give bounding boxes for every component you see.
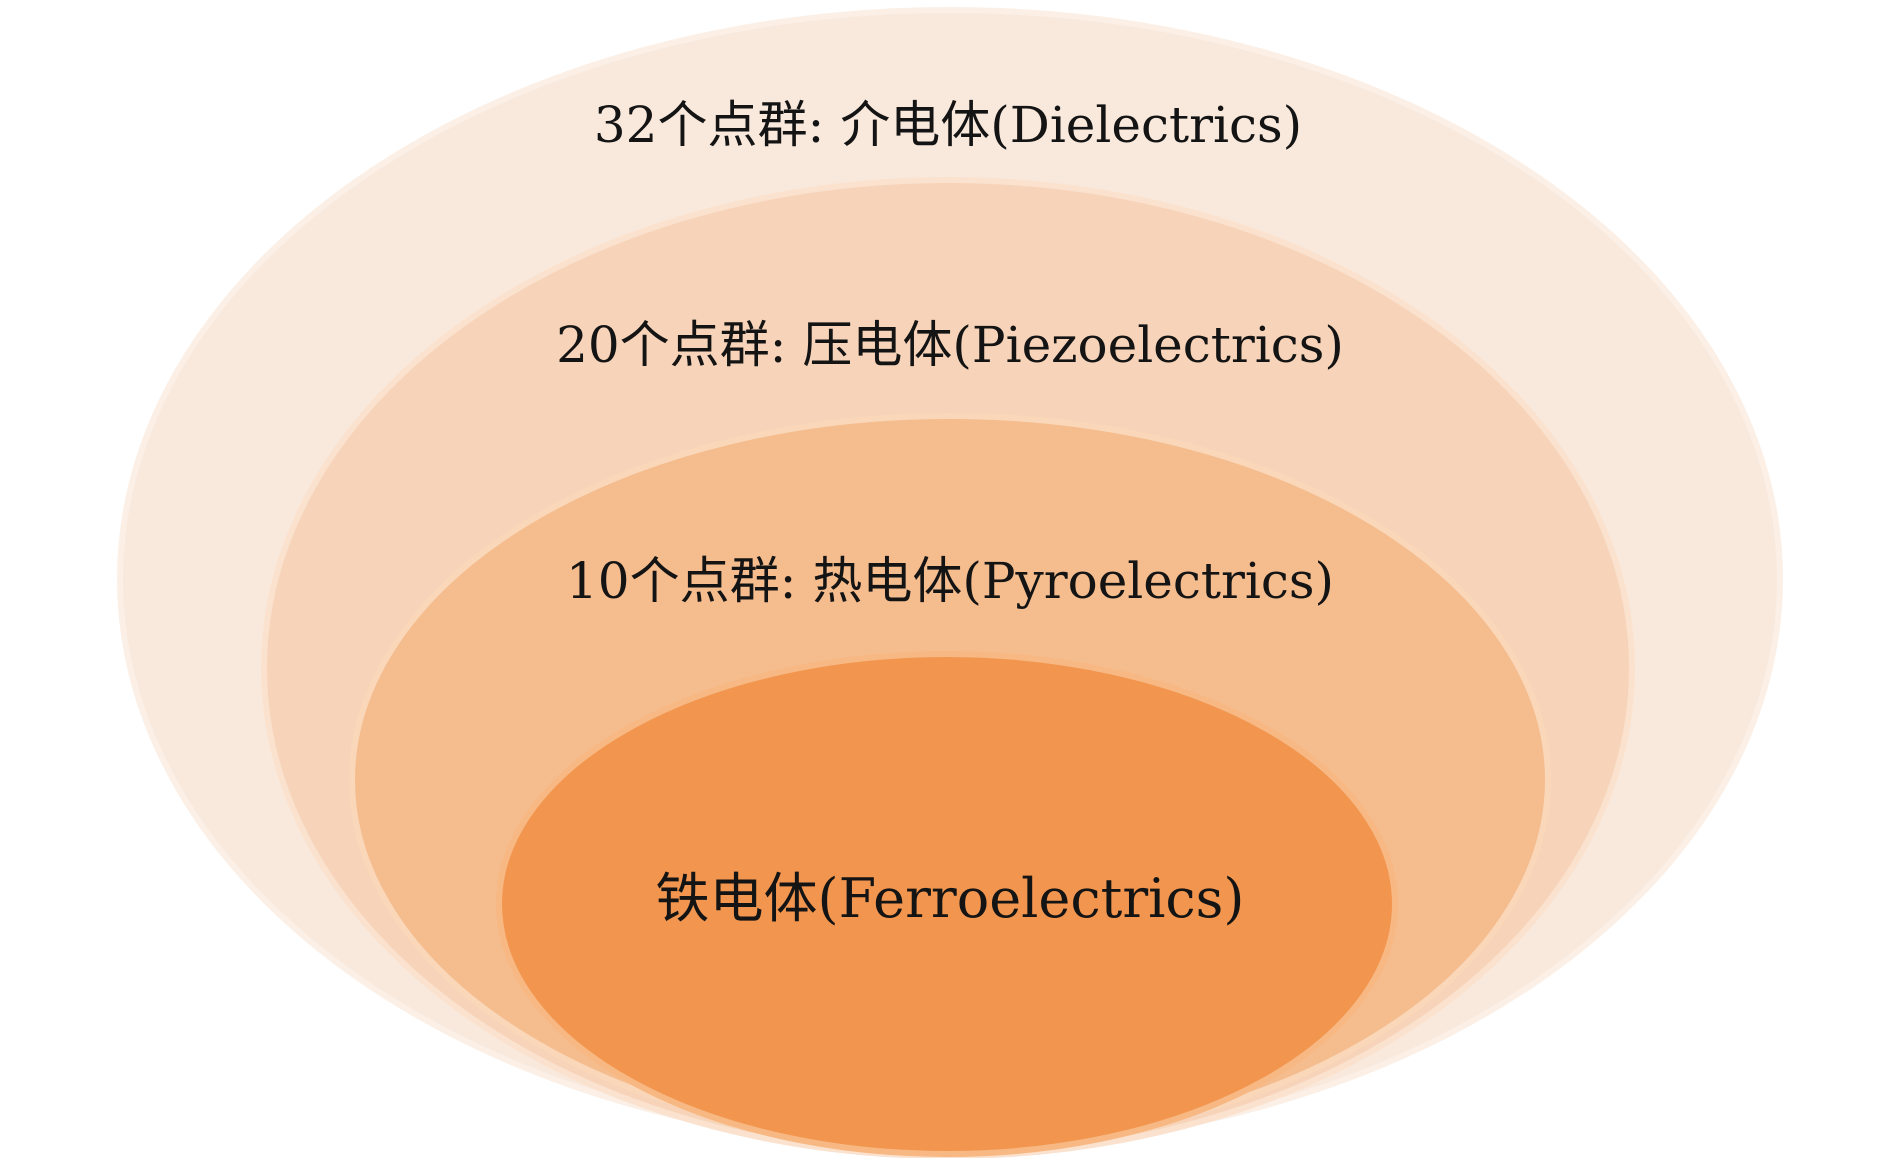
label-dielectrics: 32个点群: 介电体(Dielectrics) bbox=[594, 96, 1302, 154]
label-pyroelectrics: 10个点群: 热电体(Pyroelectrics) bbox=[566, 552, 1334, 610]
label-piezoelectrics: 20个点群: 压电体(Piezoelectrics) bbox=[556, 316, 1344, 374]
label-ferroelectrics: 铁电体(Ferroelectrics) bbox=[656, 867, 1245, 930]
ellipse-ferroelectrics bbox=[496, 651, 1398, 1157]
level-ferroelectrics: 铁电体(Ferroelectrics) bbox=[496, 651, 1398, 1157]
